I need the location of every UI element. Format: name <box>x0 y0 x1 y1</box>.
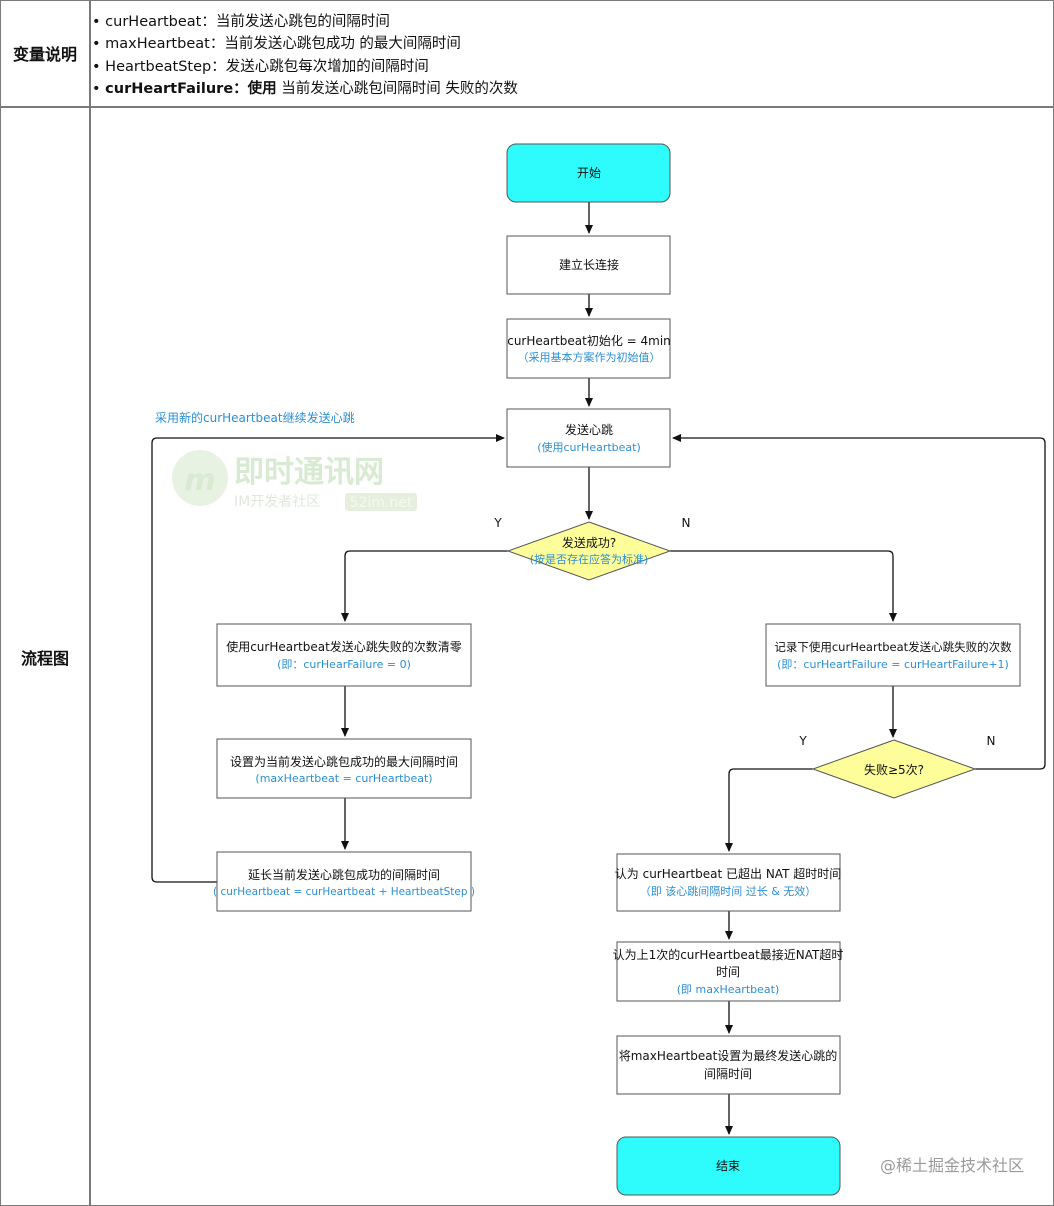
variables-label: 变量说明 <box>12 45 77 64</box>
svg-text:延长当前发送心跳包成功的间隔时间: 延长当前发送心跳包成功的间隔时间 <box>248 867 440 882</box>
svg-text:(maxHeartbeat = curHeartbeat): (maxHeartbeat = curHeartbeat) <box>255 772 432 785</box>
node-extend: 延长当前发送心跳包成功的间隔时间 ( curHeartbeat = curHea… <box>213 851 475 912</box>
decision1-yes-label: Y <box>493 516 502 530</box>
edge-decision1-yes <box>341 550 508 622</box>
svg-text:发送心跳: 发送心跳 <box>565 422 613 437</box>
svg-text:(即：curHearFailure = 0): (即：curHearFailure = 0) <box>277 658 411 671</box>
table-row-divider <box>0 106 1054 108</box>
edge-loop-back <box>151 434 505 883</box>
svg-text:(使用curHeartbeat): (使用curHeartbeat) <box>537 441 641 454</box>
watermark-logo-icon <box>172 450 228 506</box>
svg-text:设置为当前发送心跳包成功的最大间隔时间: 设置为当前发送心跳包成功的最大间隔时间 <box>230 754 458 769</box>
node-init: curHeartbeat初始化 = 4min （采用基本方案作为初始值） <box>506 318 671 379</box>
watermark-site: 52im.net <box>350 495 413 511</box>
watermark: m 即时通讯网 IM开发者社区 52im.net <box>172 450 417 511</box>
svg-text:认为上1次的curHeartbeat最接近NAT超时: 认为上1次的curHeartbeat最接近NAT超时 <box>613 947 844 962</box>
svg-text:（采用基本方案作为初始值）: （采用基本方案作为初始值） <box>518 350 661 364</box>
flowchart-label: 流程图 <box>20 649 69 668</box>
svg-text:记录下使用curHeartbeat发送心跳失败的次数: 记录下使用curHeartbeat发送心跳失败的次数 <box>774 640 1012 654</box>
svg-text:（即 该心跳间隔时间 过长 & 无效）: （即 该心跳间隔时间 过长 & 无效） <box>640 884 817 898</box>
svg-text:将maxHeartbeat设置为最终发送心跳的: 将maxHeartbeat设置为最终发送心跳的 <box>619 1048 838 1063</box>
svg-text:( curHeartbeat = curHeartbeat: ( curHeartbeat = curHeartbeat + Heartbea… <box>213 886 475 898</box>
svg-text:建立长连接: 建立长连接 <box>559 257 619 272</box>
svg-text:认为 curHeartbeat 已超出 NAT 超时时间: 认为 curHeartbeat 已超出 NAT 超时时间 <box>615 866 841 881</box>
svg-text:开始: 开始 <box>577 166 601 180</box>
node-start: 开始 <box>506 143 671 203</box>
variable-item: • HeartbeatStep：发送心跳包每次增加的间隔时间 <box>92 58 429 75</box>
node-exceed: 认为 curHeartbeat 已超出 NAT 超时时间 （即 该心跳间隔时间 … <box>615 853 841 912</box>
node-end: 结束 <box>616 1136 841 1196</box>
svg-text:结束: 结束 <box>716 1159 740 1173</box>
node-reset: 使用curHeartbeat发送心跳失败的次数清零 (即：curHearFail… <box>216 623 472 687</box>
edge-decision2-yes <box>725 768 813 852</box>
decision1-no-label: N <box>682 516 691 530</box>
svg-text:m: m <box>184 463 215 498</box>
node-record: 记录下使用curHeartbeat发送心跳失败的次数 (即：curHeartFa… <box>765 623 1021 687</box>
node-decision2: 失败≥5次? <box>811 739 977 799</box>
svg-text:(按是否存在应答为标准): (按是否存在应答为标准) <box>530 552 649 566</box>
node-final: 将maxHeartbeat设置为最终发送心跳的 间隔时间 <box>616 1035 841 1095</box>
loop-label: 采用新的curHeartbeat继续发送心跳 <box>155 410 355 425</box>
credit-text: @稀土掘金技术社区 <box>879 1156 1024 1175</box>
table-column-divider <box>89 0 91 1206</box>
variable-item: • curHeartFailure：使用 当前发送心跳包间隔时间 失败的次数 <box>92 80 518 97</box>
svg-text:(即：curHeartFailure = curHeartF: (即：curHeartFailure = curHeartFailure+1) <box>777 658 1009 671</box>
node-setmax: 设置为当前发送心跳包成功的最大间隔时间 (maxHeartbeat = curH… <box>216 738 472 799</box>
svg-text:发送成功?: 发送成功? <box>562 535 616 550</box>
svg-text:使用curHeartbeat发送心跳失败的次数清零: 使用curHeartbeat发送心跳失败的次数清零 <box>226 639 462 654</box>
node-decision1: 发送成功? (按是否存在应答为标准) <box>506 521 672 581</box>
svg-text:失败≥5次?: 失败≥5次? <box>864 762 924 777</box>
decision2-no-label: N <box>987 734 996 748</box>
variable-list: • curHeartbeat：当前发送心跳包的间隔时间 • maxHeartbe… <box>92 11 518 100</box>
watermark-title: 即时通讯网 <box>234 455 384 490</box>
node-nearest: 认为上1次的curHeartbeat最接近NAT超时 时间 (即 maxHear… <box>613 941 844 1002</box>
edge-decision1-no <box>670 550 897 622</box>
node-connect: 建立长连接 <box>506 235 671 295</box>
watermark-subtitle: IM开发者社区 <box>234 494 320 510</box>
node-send: 发送心跳 (使用curHeartbeat) <box>506 408 671 468</box>
edge-decision2-no <box>672 434 1046 770</box>
svg-text:(即 maxHeartbeat): (即 maxHeartbeat) <box>677 983 779 996</box>
table-border-left <box>0 0 1 1206</box>
svg-text:时间: 时间 <box>716 965 740 979</box>
svg-text:curHeartbeat初始化 = 4min: curHeartbeat初始化 = 4min <box>507 334 671 348</box>
variable-item: • curHeartbeat：当前发送心跳包的间隔时间 <box>92 14 390 30</box>
variable-item: • maxHeartbeat：当前发送心跳包成功 的最大间隔时间 <box>92 36 461 53</box>
decision2-yes-label: Y <box>798 734 807 748</box>
table-border-top <box>0 0 1054 1</box>
svg-text:间隔时间: 间隔时间 <box>704 1067 752 1081</box>
